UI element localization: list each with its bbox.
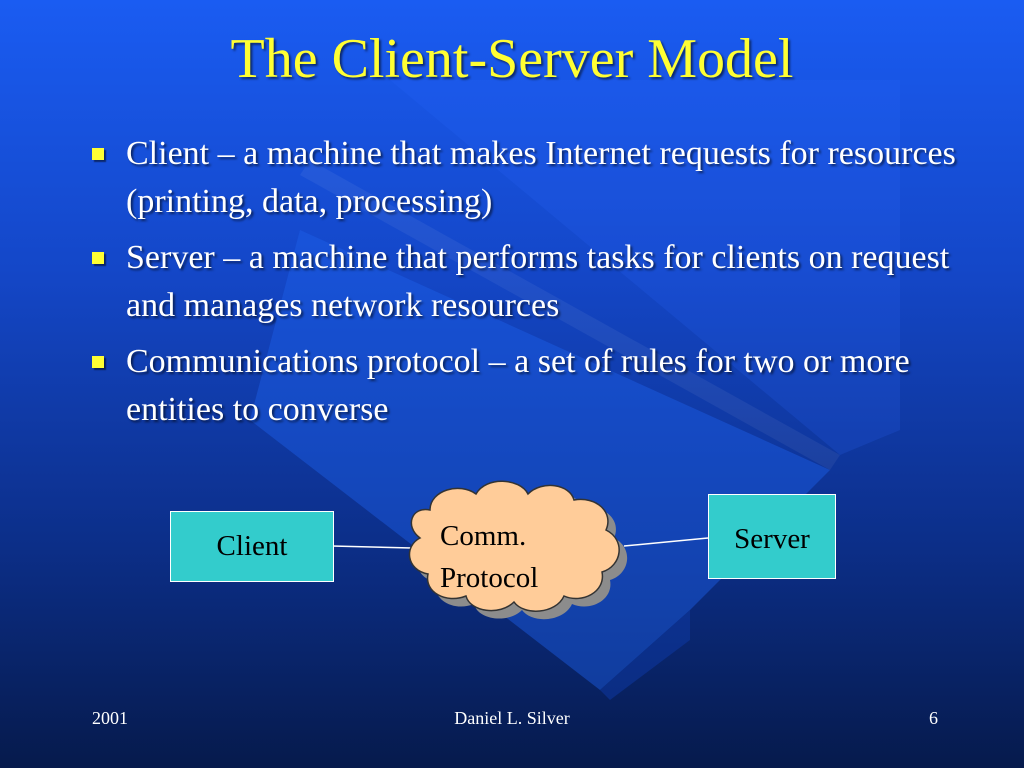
cloud-label: Comm. Protocol — [440, 515, 560, 599]
bullet-text: Communications protocol – a set of rules… — [126, 343, 910, 428]
bullet-item: Server – a machine that performs tasks f… — [92, 234, 972, 330]
client-box: Client — [170, 511, 334, 582]
bullet-square-icon — [92, 148, 104, 160]
server-box: Server — [708, 494, 836, 579]
footer-page-number: 6 — [929, 708, 938, 728]
cloud-label-line1: Comm. — [440, 520, 527, 552]
cloud-label-line2: Protocol — [440, 562, 539, 594]
server-label: Server — [734, 523, 810, 555]
bullet-text: Client – a machine that makes Internet r… — [126, 135, 956, 220]
footer-author: Daniel L. Silver — [454, 708, 570, 728]
footer-year: 2001 — [92, 708, 128, 728]
bullet-text: Server – a machine that performs tasks f… — [126, 239, 950, 324]
bullet-list: Client – a machine that makes Internet r… — [92, 130, 972, 442]
client-label: Client — [216, 530, 288, 562]
bullet-square-icon — [92, 252, 104, 264]
bullet-square-icon — [92, 356, 104, 368]
slide-title: The Client-Server Model — [230, 28, 794, 90]
bullet-item: Communications protocol – a set of rules… — [92, 338, 972, 434]
bullet-item: Client – a machine that makes Internet r… — [92, 130, 972, 226]
connector-client-cloud — [331, 545, 413, 549]
cloud-shape — [408, 480, 620, 612]
connector-cloud-server — [623, 537, 709, 547]
